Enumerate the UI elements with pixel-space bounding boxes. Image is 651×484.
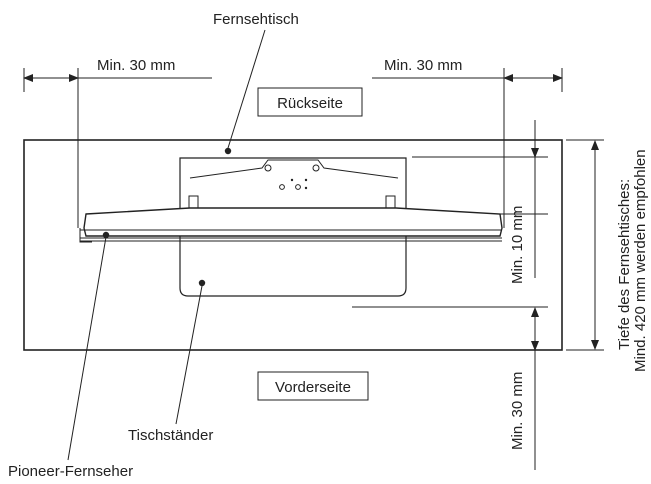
front-label-box — [257, 371, 369, 401]
label-min-10: Min. 10 mm — [509, 206, 526, 284]
screw-icon — [312, 164, 320, 172]
label-pioneer-tv: Pioneer-Fernseher — [8, 463, 133, 480]
tv-stand-outline — [23, 139, 563, 351]
label-min-right: Min. 30 mm — [384, 57, 462, 74]
screw-icon — [290, 178, 294, 182]
tv-back-inner — [189, 159, 399, 179]
screw-icon — [304, 186, 308, 190]
label-min-30-front: Min. 30 mm — [509, 372, 526, 450]
screw-icon — [264, 164, 272, 172]
screw-icon — [295, 184, 301, 190]
leader-pioneer-tv — [67, 236, 107, 461]
back-label-box — [257, 87, 363, 117]
label-stand-name: Fernsehtisch — [213, 11, 299, 28]
tv-panel-left-cap — [79, 228, 92, 243]
dot-stand-name — [224, 147, 232, 155]
label-front: Vorderseite — [275, 379, 351, 396]
label-depth-1: Tiefe des Fernsehtisches: — [616, 179, 633, 350]
label-depth-2: Mind. 420 mm werden empfohlen — [632, 149, 649, 372]
tv-pedestal — [179, 236, 407, 297]
dot-table-stand — [198, 279, 206, 287]
label-back: Rückseite — [277, 95, 343, 112]
leader-stand-name — [227, 29, 266, 149]
dot-pioneer-tv — [102, 231, 110, 239]
label-min-left: Min. 30 mm — [97, 57, 175, 74]
leader-table-stand — [175, 285, 203, 425]
screw-icon — [304, 178, 308, 182]
tv-panel — [83, 207, 503, 237]
screw-icon — [279, 184, 285, 190]
tv-back-plate — [179, 157, 407, 213]
label-table-stand: Tischständer — [128, 427, 213, 444]
